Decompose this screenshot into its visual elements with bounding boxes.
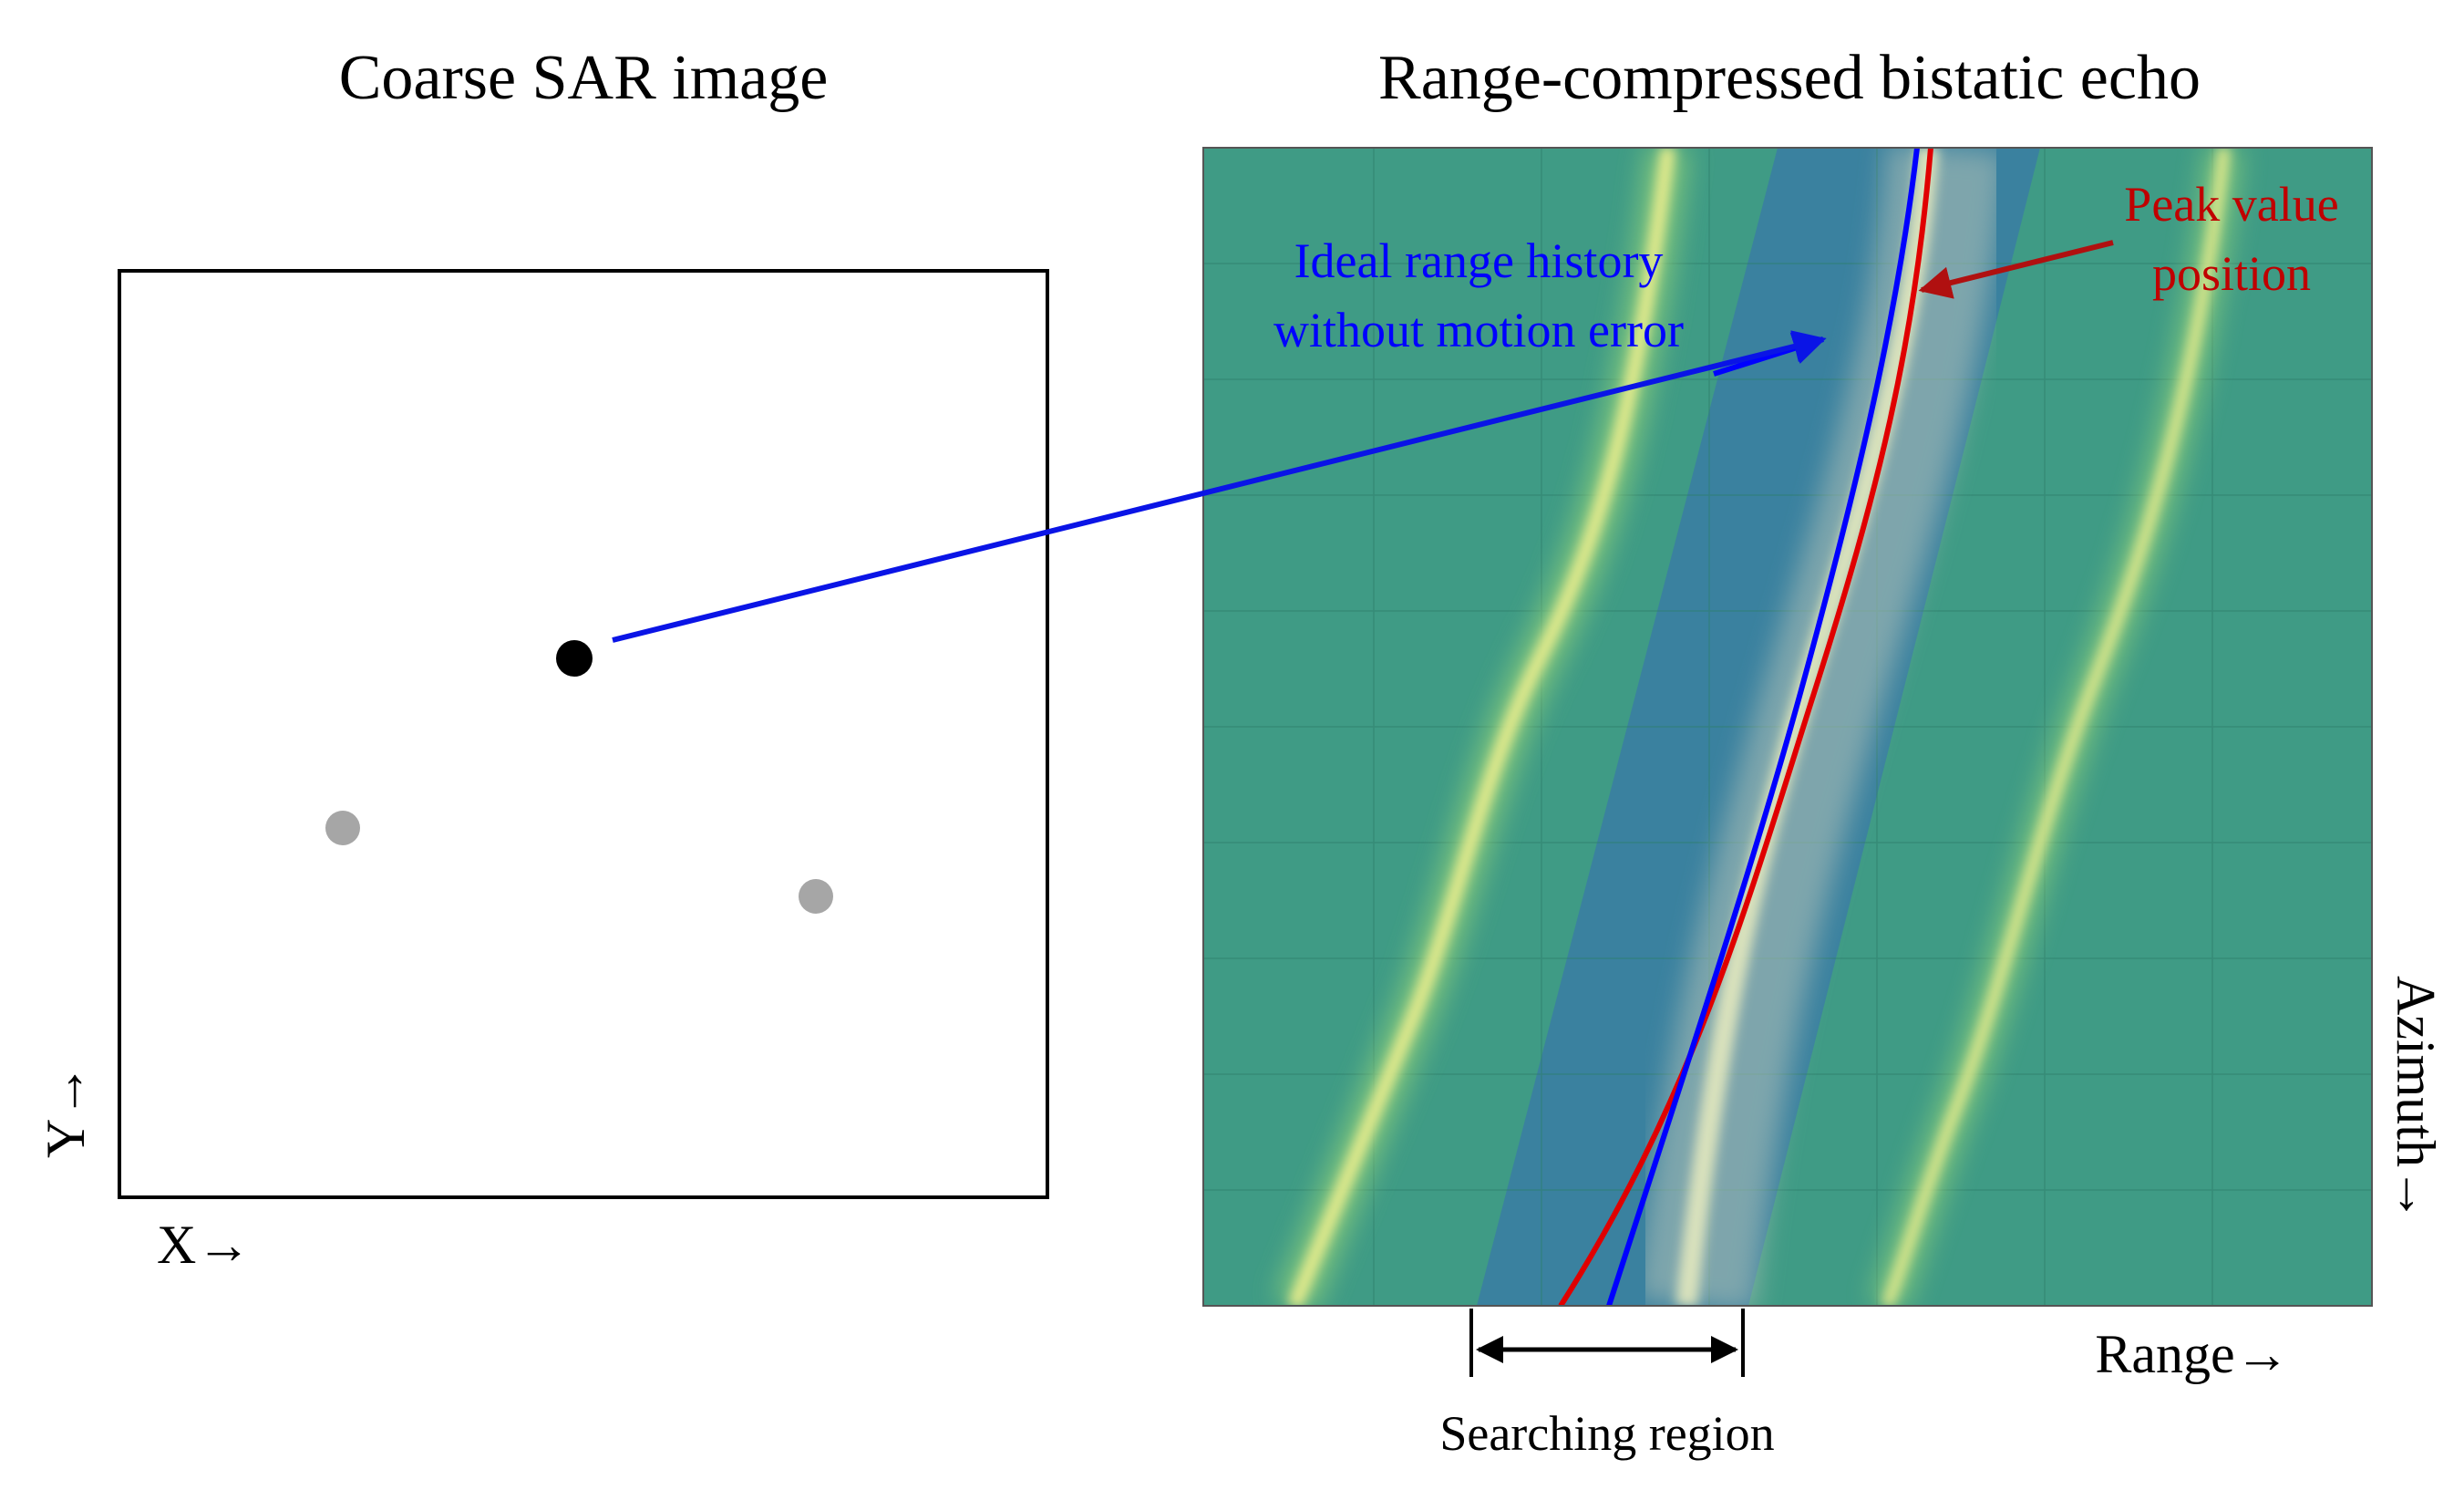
range-axis-label: Range→ <box>2095 1324 2289 1384</box>
echo-trace-glow <box>1636 148 2005 1306</box>
peak-label-line2: position <box>2152 246 2311 301</box>
echo-trace <box>1675 148 1939 1306</box>
ideal-range-history-curve <box>1606 148 1920 1306</box>
target-to-echo-arrow <box>612 330 1827 643</box>
target-point <box>325 811 360 845</box>
echo-plot-frame <box>1202 147 2373 1307</box>
echo-trace <box>1287 148 1675 1306</box>
echo-trace <box>1881 148 2231 1306</box>
peak-label-line1: Peak value <box>2124 177 2338 232</box>
y-axis-label: Y→ <box>36 1064 96 1158</box>
azimuth-axis-label: Azimuth→ <box>2386 976 2446 1222</box>
peak-pointer-arrow <box>1918 240 2114 299</box>
right-panel-title: Range-compressed bistatic echo <box>1378 43 2201 113</box>
sar-image-frame <box>118 269 1049 1199</box>
searching-region-dimension <box>1469 1309 1745 1377</box>
x-axis-label: X→ <box>157 1215 251 1275</box>
peak-value-curve <box>1558 148 1933 1306</box>
searching-region-label: Searching region <box>1439 1406 1774 1461</box>
target-point <box>799 879 833 914</box>
ideal-history-label-line2: without motion error <box>1273 303 1684 357</box>
selected-target-point <box>556 640 593 677</box>
ideal-history-label-line1: Ideal range history <box>1294 233 1664 288</box>
left-panel-title: Coarse SAR image <box>339 43 829 113</box>
echo-plot: Ideal range history without motion error… <box>1203 148 2372 1306</box>
